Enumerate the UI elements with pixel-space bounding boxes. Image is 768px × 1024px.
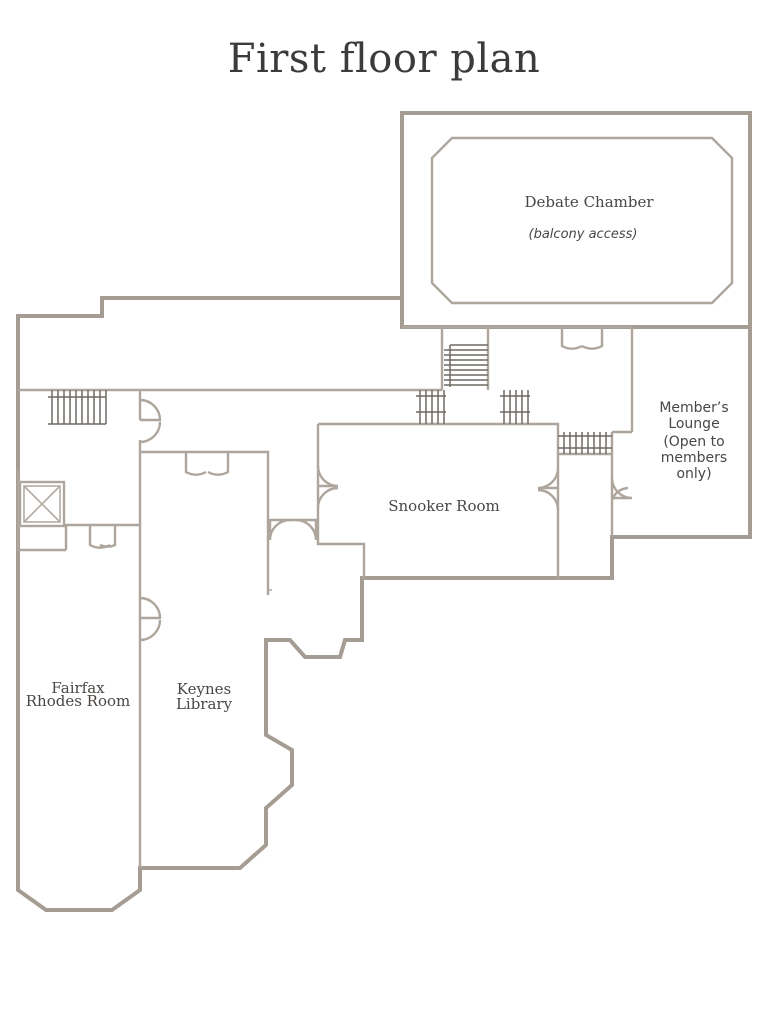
- lift-icon: [18, 480, 66, 528]
- members-lounge-label-5: only): [676, 466, 711, 482]
- outer-walls: [16, 111, 752, 912]
- stairs-center-right: [500, 390, 530, 424]
- members-lounge-label-2: Lounge: [668, 416, 719, 432]
- debate-chamber-octagon: [430, 136, 734, 305]
- doors: [88, 327, 633, 642]
- stairs-center-left: [416, 390, 446, 424]
- snooker-room-label: Snooker Room: [388, 497, 499, 515]
- stairs-top-left: [48, 390, 107, 425]
- fairfax-label-1: Fairfax: [51, 679, 105, 697]
- stairs-center-top: [444, 344, 488, 387]
- debate-chamber-label: Debate Chamber: [524, 193, 654, 211]
- debate-chamber-note: (balcony access): [529, 227, 638, 242]
- members-lounge-label-3: (Open to: [663, 434, 724, 450]
- members-lounge-label-4: members: [661, 450, 727, 466]
- keynes-label-1: Keynes: [177, 680, 231, 698]
- page-title: First floor plan: [227, 36, 541, 82]
- keynes-label-2: Library: [176, 695, 233, 713]
- fairfax-label-2: Rhodes Room: [26, 692, 131, 710]
- stairs-lounge: [558, 432, 612, 454]
- inner-walls: [16, 325, 634, 868]
- members-lounge-label-1: Member’s: [659, 400, 728, 416]
